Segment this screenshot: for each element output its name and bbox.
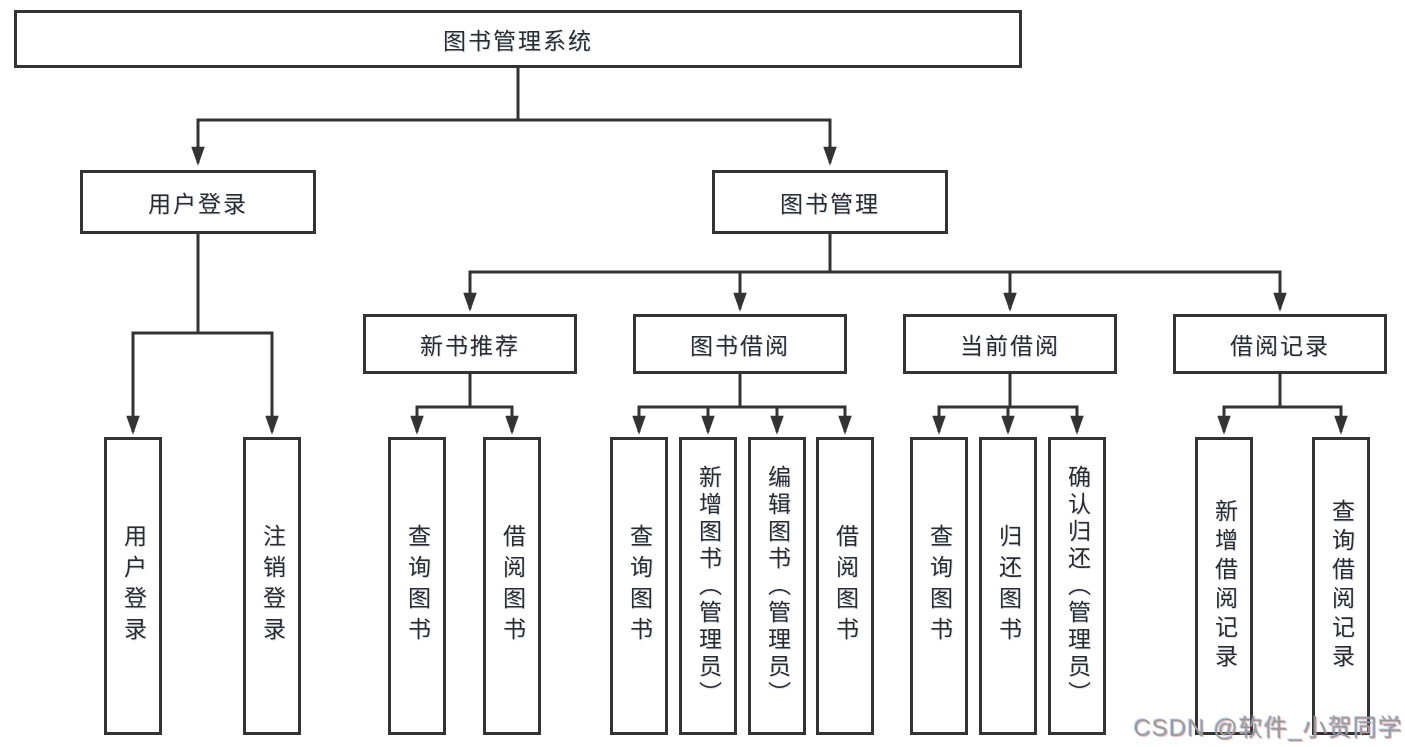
leaf-query-books-recommend: 查询图书 <box>388 437 446 735</box>
node-label: 图书管理 <box>780 191 880 217</box>
node-label: 确认归还（管理员） <box>1064 464 1091 708</box>
node-current-borrowing: 当前借阅 <box>903 314 1117 374</box>
leaf-add-borrow-record: 新增借阅记录 <box>1195 437 1253 735</box>
leaf-return-books: 归还图书 <box>979 437 1037 735</box>
node-user-login: 用户登录 <box>80 170 316 234</box>
leaf-edit-books-admin: 编辑图书（管理员） <box>748 437 806 735</box>
node-label: 新增借阅记录 <box>1211 499 1238 673</box>
leaf-confirm-return-admin: 确认归还（管理员） <box>1048 437 1106 735</box>
leaf-borrow-books: 借阅图书 <box>816 437 874 735</box>
node-label: 查询图书 <box>626 524 653 648</box>
node-label: 新增图书（管理员） <box>695 464 722 708</box>
leaf-borrow-books-recommend: 借阅图书 <box>483 437 541 735</box>
csdn-watermark: CSDN @软件_小贺同学 <box>1133 715 1403 742</box>
node-label: 查询借阅记录 <box>1328 499 1355 673</box>
node-book-borrowing: 图书借阅 <box>633 314 847 374</box>
node-label: 借阅图书 <box>499 524 526 648</box>
leaf-query-borrow-record: 查询借阅记录 <box>1312 437 1370 735</box>
node-label: 用户登录 <box>120 524 147 648</box>
node-borrowing-records: 借阅记录 <box>1173 314 1387 374</box>
node-label: 图书借阅 <box>690 333 790 359</box>
node-label: 图书管理系统 <box>443 28 593 54</box>
node-label: 查询图书 <box>926 524 953 648</box>
node-label: 归还图书 <box>995 524 1022 648</box>
node-label: 借阅图书 <box>832 524 859 648</box>
node-label: 编辑图书（管理员） <box>764 464 791 708</box>
node-label: 借阅记录 <box>1230 333 1330 359</box>
node-label: 当前借阅 <box>960 333 1060 359</box>
leaf-query-books-current: 查询图书 <box>910 437 968 735</box>
node-library-management-system: 图书管理系统 <box>14 10 1022 68</box>
leaf-logout: 注销登录 <box>243 437 301 735</box>
node-label: 新书推荐 <box>420 333 520 359</box>
leaf-add-books-admin: 新增图书（管理员） <box>679 437 737 735</box>
node-label: 用户登录 <box>148 191 248 217</box>
leaf-query-books-borrowing: 查询图书 <box>610 437 668 735</box>
node-label: 注销登录 <box>259 524 286 648</box>
node-book-management: 图书管理 <box>712 170 948 234</box>
leaf-user-login: 用户登录 <box>104 437 162 735</box>
node-new-book-recommendation: 新书推荐 <box>363 314 577 374</box>
node-label: 查询图书 <box>404 524 431 648</box>
